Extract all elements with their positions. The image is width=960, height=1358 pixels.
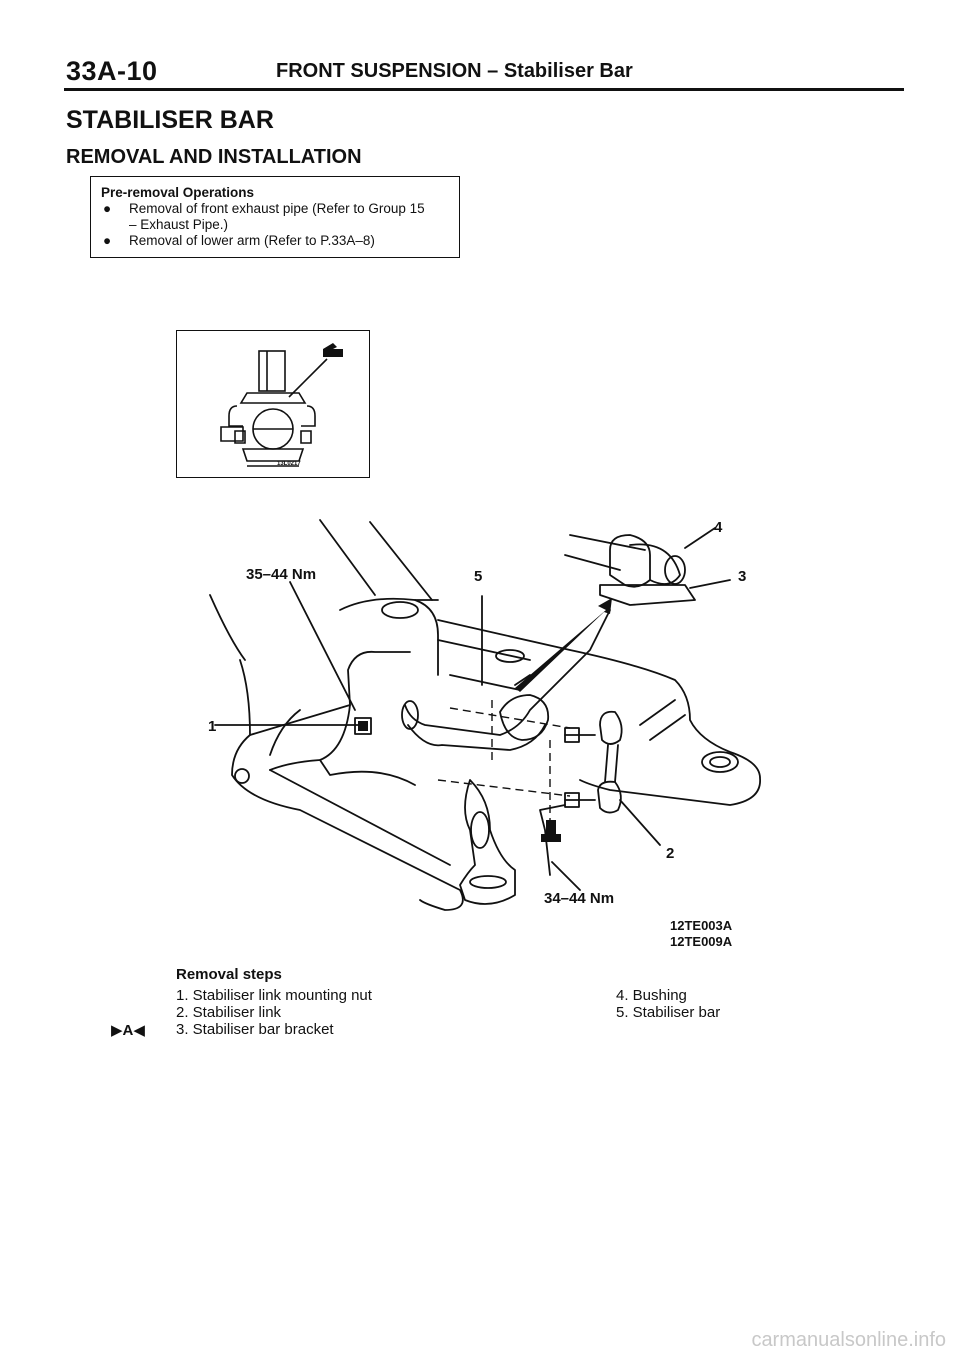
stabiliser-bar-diagram — [209, 519, 761, 911]
section-title: STABILISER BAR — [66, 106, 274, 134]
torque-upper: 35–44 Nm — [246, 566, 317, 583]
header-rule — [64, 88, 904, 91]
pre-removal-item-text: Removal of lower arm (Refer to P.33A–8) — [129, 233, 375, 248]
pre-removal-item-text: – Exhaust Pipe.) — [129, 217, 229, 232]
header-title: FRONT SUSPENSION – Stabiliser Bar — [276, 60, 633, 82]
watermark: carmanualsonline.info — [751, 1329, 946, 1351]
removal-step: 5. Stabiliser bar — [616, 1004, 721, 1021]
inset-illustration: 13L0217 — [176, 330, 370, 478]
callout-5: 5 — [474, 568, 483, 585]
bullet-icon: ● — [103, 233, 112, 248]
pre-removal-item-continuation: – Exhaust Pipe.) — [101, 217, 449, 233]
pre-removal-item-text: Removal of front exhaust pipe (Refer to … — [129, 201, 425, 216]
figure-code: 12TE009A — [670, 934, 733, 949]
bullet-icon: ● — [103, 201, 112, 216]
ball-joint-drawing: 13L0217 — [220, 343, 343, 467]
callout-4: 4 — [714, 519, 723, 536]
removal-step: 4. Bushing — [616, 987, 687, 1004]
pre-removal-item: ● Removal of lower arm (Refer to P.33A–8… — [101, 233, 449, 249]
callout-2: 2 — [666, 845, 675, 862]
removal-step: 2. Stabiliser link — [176, 1004, 282, 1021]
figure-code: 12TE003A — [670, 918, 733, 933]
callout-3: 3 — [738, 568, 747, 585]
section-subtitle: REMOVAL AND INSTALLATION — [66, 146, 362, 168]
inset-code: 13L0217 — [277, 461, 301, 467]
removal-step: 1. Stabiliser link mounting nut — [176, 987, 372, 1004]
callout-1: 1 — [208, 718, 217, 735]
removal-step: 3. Stabiliser bar bracket — [176, 1021, 334, 1038]
service-point-marker: ▶A◀ — [111, 1022, 145, 1039]
pre-removal-box: Pre-removal Operations ● Removal of fron… — [90, 176, 460, 258]
pre-removal-item: ● Removal of front exhaust pipe (Refer t… — [101, 201, 449, 217]
pre-removal-title: Pre-removal Operations — [101, 185, 255, 200]
torque-lower: 34–44 Nm — [544, 890, 615, 907]
page-number: 33A-10 — [66, 56, 158, 86]
removal-steps-title: Removal steps — [176, 966, 282, 983]
